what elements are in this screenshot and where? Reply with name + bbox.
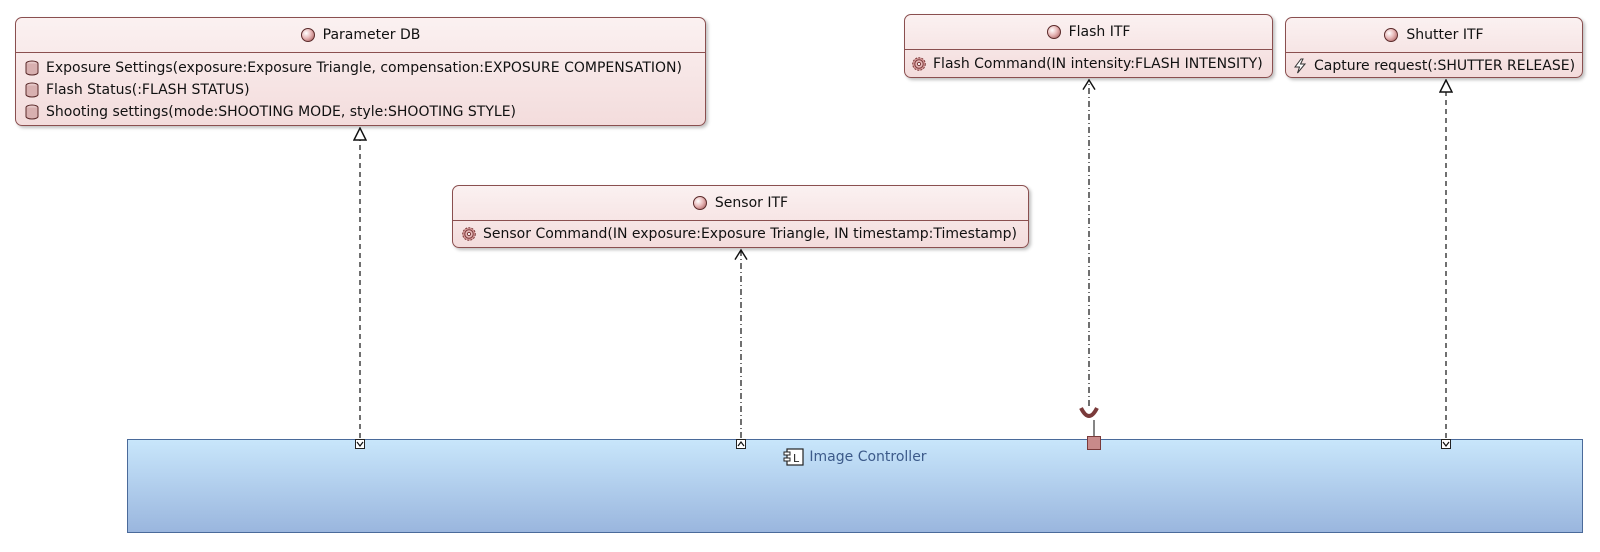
operation-row[interactable]: Sensor Command(IN exposure:Exposure Tria… (461, 223, 1022, 245)
operation-row[interactable]: Shooting settings(mode:SHOOTING MODE, st… (24, 101, 697, 123)
operation-label: Shooting settings(mode:SHOOTING MODE, st… (46, 104, 517, 120)
operation-label: Flash Command(IN intensity:FLASH INTENSI… (933, 56, 1263, 72)
interface-title: Parameter DB (322, 27, 421, 43)
gear-icon (912, 57, 926, 71)
database-icon (25, 82, 39, 98)
interface-header: Shutter ITF (1286, 18, 1582, 53)
database-icon (25, 60, 39, 76)
port-parameter-db[interactable] (355, 439, 365, 449)
interface-header: Parameter DB (16, 18, 705, 53)
operation-row[interactable]: Capture request(:SHUTTER RELEASE) (1292, 55, 1576, 77)
operation-label: Capture request(:SHUTTER RELEASE) (1314, 58, 1576, 74)
lightning-icon (1294, 58, 1307, 74)
interface-header: Flash ITF (905, 15, 1272, 50)
port-shutter-itf[interactable] (1441, 439, 1451, 449)
svg-text:L: L (793, 452, 800, 465)
operation-label: Sensor Command(IN exposure:Exposure Tria… (483, 226, 1017, 242)
operation-label: Exposure Settings(exposure:Exposure Tria… (46, 60, 682, 76)
database-icon (25, 104, 39, 120)
interface-title: Flash ITF (1068, 24, 1131, 40)
interface-circle-icon (1046, 25, 1061, 39)
operation-row[interactable]: Flash Command(IN intensity:FLASH INTENSI… (911, 53, 1266, 75)
operation-row[interactable]: Exposure Settings(exposure:Exposure Tria… (24, 57, 697, 79)
interface-header: Sensor ITF (453, 186, 1028, 221)
component-image-controller[interactable]: L Image Controller (127, 439, 1583, 533)
interface-sensor-itf[interactable]: Sensor ITF Sensor Command(IN exposure:Ex… (452, 185, 1029, 248)
interface-title: Shutter ITF (1406, 27, 1484, 43)
interface-circle-icon (692, 196, 707, 210)
component-title: L Image Controller (128, 448, 1582, 466)
component-icon: L (783, 448, 805, 466)
gear-icon (462, 227, 476, 241)
interface-circle-icon (300, 28, 315, 42)
operation-label: Flash Status(:FLASH STATUS) (46, 82, 250, 98)
required-socket-icon (1079, 407, 1099, 418)
port-flash-itf[interactable] (1087, 436, 1101, 450)
interface-title: Sensor ITF (714, 195, 789, 211)
operation-row[interactable]: Flash Status(:FLASH STATUS) (24, 79, 697, 101)
component-name: Image Controller (809, 449, 927, 465)
interface-flash-itf[interactable]: Flash ITF Flash Command(IN intensity:FLA… (904, 14, 1273, 78)
port-sensor-itf[interactable] (736, 439, 746, 449)
interface-circle-icon (1384, 28, 1399, 42)
interface-shutter-itf[interactable]: Shutter ITF Capture request(:SHUTTER REL… (1285, 17, 1583, 78)
interface-parameter-db[interactable]: Parameter DB Exposure Settings(exposure:… (15, 17, 706, 126)
